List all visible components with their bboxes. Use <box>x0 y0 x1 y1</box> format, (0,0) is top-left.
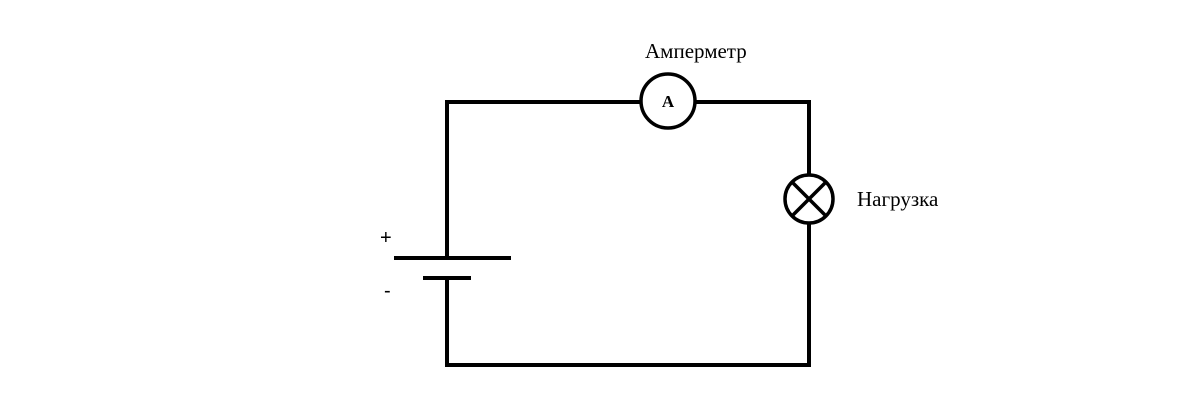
lamp-cross-circle-icon <box>783 173 835 225</box>
lamp-cross-line-2 <box>790 180 828 218</box>
positive-terminal-label: + <box>380 227 392 249</box>
load-label: Нагрузка <box>857 187 939 211</box>
battery-cell-icon <box>394 256 511 280</box>
ammeter-label: Амперметр <box>645 39 747 63</box>
ammeter-circle <box>639 72 697 130</box>
ammeter-letter: A <box>662 92 675 111</box>
negative-terminal-label: - <box>384 280 391 302</box>
ammeter-circle-icon: A <box>639 72 697 130</box>
